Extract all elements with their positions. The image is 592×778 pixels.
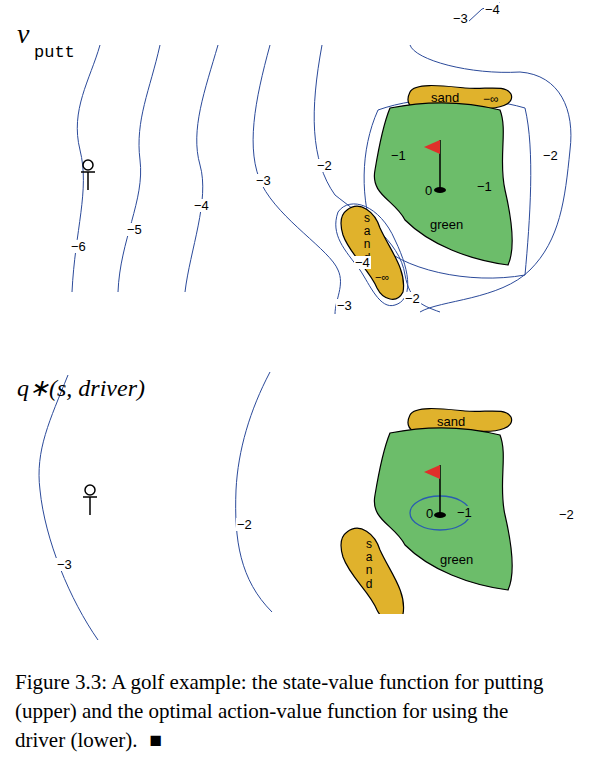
contour-value: −3 bbox=[255, 174, 272, 187]
contour-value: 0 bbox=[424, 184, 433, 197]
node-label: −∞ bbox=[375, 272, 389, 283]
figure-caption: Figure 3.3: A golf example: the state-va… bbox=[15, 670, 543, 752]
caption-block: Figure 3.3: A golf example: the state-va… bbox=[15, 668, 560, 755]
panel-title: q∗(s, driver) bbox=[16, 376, 146, 400]
green: green bbox=[370, 100, 515, 270]
green-shape bbox=[370, 100, 515, 270]
contour-value: −2 bbox=[404, 292, 421, 305]
contour-value: −4 bbox=[354, 256, 371, 269]
contour-value: −2 bbox=[316, 159, 333, 172]
contour-value: −1 bbox=[476, 180, 493, 193]
node-label: sand bbox=[431, 91, 459, 104]
contour-value: −5 bbox=[126, 223, 143, 236]
green: green bbox=[370, 425, 515, 595]
contour-value: −2 bbox=[558, 508, 575, 521]
node-label: green bbox=[440, 553, 473, 566]
contour-value: 0 bbox=[425, 507, 434, 520]
panel-title: putt bbox=[33, 44, 76, 61]
contour-value: −4 bbox=[193, 199, 210, 212]
sand-trap: sand−∞ bbox=[335, 200, 410, 306]
end-mark: ■ bbox=[149, 728, 162, 752]
panel-title: v bbox=[16, 20, 30, 48]
contour-value: −1 bbox=[456, 506, 473, 519]
contour-value: −3 bbox=[56, 558, 73, 571]
node-label: −∞ bbox=[483, 93, 499, 105]
sand-trap: sand bbox=[335, 522, 410, 614]
contour-value: −2 bbox=[542, 149, 559, 162]
contour-value: −3 bbox=[336, 299, 353, 312]
contour-value: −6 bbox=[70, 240, 87, 253]
green-shape bbox=[370, 425, 515, 595]
sand-trap-shape bbox=[335, 200, 410, 306]
contour-value: −3 bbox=[452, 12, 469, 25]
contour-value: −2 bbox=[236, 518, 253, 531]
contour-lines bbox=[39, 3, 571, 640]
node-label: green bbox=[430, 218, 463, 231]
contour-value: −1 bbox=[390, 149, 407, 162]
contour-value: −4 bbox=[484, 3, 501, 16]
node-label: sand bbox=[363, 538, 375, 591]
sand-trap-shape bbox=[335, 522, 410, 614]
node-label: sand bbox=[437, 415, 465, 428]
tee-icon bbox=[81, 160, 97, 515]
